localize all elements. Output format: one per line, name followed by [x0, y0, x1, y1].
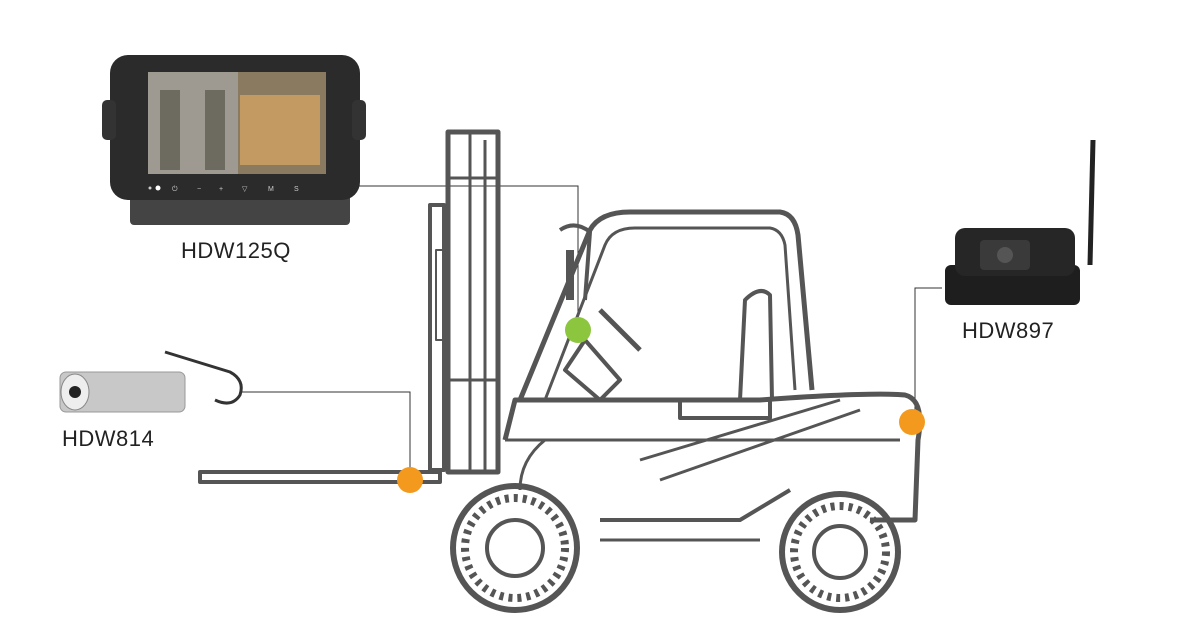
hdw125q-monitor: ⏻ − + ▽ M S — [102, 55, 366, 225]
hdw814-connector-line — [240, 391, 411, 470]
svg-text:−: − — [197, 186, 201, 193]
forklift-drawing — [198, 129, 923, 613]
hdw897-camera — [945, 139, 1096, 305]
cab-mount-point-dot — [565, 317, 591, 343]
svg-text:▽: ▽ — [242, 186, 248, 193]
hdw814-label: HDW814 — [62, 426, 155, 451]
monitor-connector-line — [352, 185, 579, 320]
hdw897-label: HDW897 — [962, 318, 1055, 343]
hdw814-camera — [59, 350, 243, 413]
svg-text:S: S — [294, 186, 299, 193]
hdw125q-label: HDW125Q — [181, 238, 291, 263]
hdw897-connector-line — [914, 287, 942, 412]
svg-text:⏻: ⏻ — [172, 185, 178, 193]
svg-text:M: M — [268, 186, 274, 193]
svg-text:+: + — [219, 186, 223, 193]
rear-mount-point-dot — [899, 409, 925, 435]
fork-mount-point-dot — [397, 467, 423, 493]
monitor-buttons: ⏻ − + ▽ M S — [148, 185, 299, 193]
